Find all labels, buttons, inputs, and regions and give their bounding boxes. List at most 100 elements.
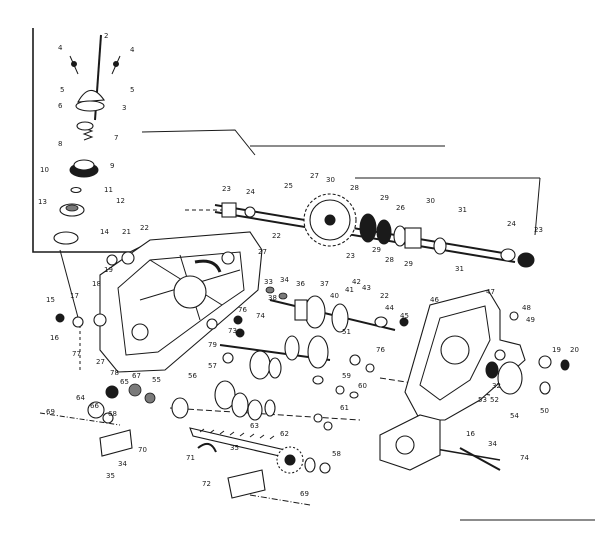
callout-54: 54	[510, 412, 519, 420]
callout-24a: 24	[246, 188, 255, 196]
inset-detail	[32, 28, 151, 253]
callout-69: 69	[46, 408, 55, 416]
callout-56: 56	[188, 372, 197, 380]
callout-66: 66	[90, 402, 99, 410]
callout-36: 36	[296, 280, 305, 288]
callout-30b: 30	[426, 197, 435, 205]
callout-17: 17	[70, 292, 79, 300]
callout-35a: 35	[106, 472, 115, 480]
callout-23c: 23	[346, 252, 355, 260]
callout-34c: 34	[488, 440, 497, 448]
callout-53: 53	[478, 396, 487, 404]
callout-77: 77	[72, 350, 81, 358]
callout-34: 34	[280, 276, 289, 284]
callout-64: 64	[76, 394, 85, 402]
callout-25: 25	[284, 182, 293, 190]
callout-35b: 35	[230, 444, 239, 452]
callout-67: 67	[132, 372, 141, 380]
callout-21a: 21	[122, 228, 131, 236]
callout-74a: 74	[256, 312, 265, 320]
callout-74b: 74	[520, 454, 529, 462]
callout-15: 15	[46, 296, 55, 304]
callout-29c: 29	[404, 260, 413, 268]
callout-27b: 27	[258, 248, 267, 256]
callout-47: 47	[486, 288, 495, 296]
callout-inset-2: 2	[104, 32, 108, 40]
callout-33: 33	[264, 278, 273, 286]
callout-61: 61	[340, 404, 349, 412]
callout-28b: 28	[385, 256, 394, 264]
callout-24b: 24	[507, 220, 516, 228]
callout-78: 78	[110, 369, 119, 377]
leader-lines	[39, 129, 595, 521]
right-housing	[379, 289, 570, 471]
callout-51: 51	[342, 328, 351, 336]
callout-inset-3: 3	[122, 104, 126, 112]
callout-inset-13: 13	[38, 198, 47, 206]
callout-30a: 30	[326, 176, 335, 184]
callout-68: 68	[108, 410, 117, 418]
callout-inset-4b: 4	[130, 46, 135, 54]
callout-23b: 23	[534, 226, 543, 234]
callout-76a: 76	[238, 306, 247, 314]
callout-42: 42	[352, 278, 361, 286]
callout-71: 71	[186, 454, 195, 462]
callout-inset-12: 12	[116, 197, 125, 205]
callout-69b: 69	[300, 490, 309, 498]
callout-60: 60	[358, 382, 367, 390]
callout-76b: 76	[376, 346, 385, 354]
callout-labels: 2 4 4 5 5 6 3 7 8 9 10 11 12 13 14 23 24…	[38, 32, 579, 498]
callout-63: 63	[250, 422, 259, 430]
callout-40: 40	[330, 292, 339, 300]
callout-72: 72	[202, 480, 211, 488]
callout-70: 70	[138, 446, 147, 454]
callout-45: 45	[400, 312, 409, 320]
top-shaft-assembly	[214, 193, 535, 268]
callout-44: 44	[385, 304, 394, 312]
callout-29b: 29	[372, 246, 381, 254]
callout-29a: 29	[380, 194, 389, 202]
callout-20: 20	[570, 346, 579, 354]
callout-inset-10: 10	[40, 166, 49, 174]
callout-inset-14: 14	[100, 228, 109, 236]
callout-59: 59	[342, 372, 351, 380]
callout-55: 55	[152, 376, 161, 384]
callout-37: 37	[320, 280, 329, 288]
callout-57: 57	[208, 362, 217, 370]
callout-16: 16	[50, 334, 59, 342]
callout-19b: 19	[552, 346, 561, 354]
callout-16b: 16	[466, 430, 475, 438]
callout-inset-6: 6	[58, 102, 63, 110]
callout-22b: 22	[272, 232, 281, 240]
callout-22c: 22	[380, 292, 389, 300]
left-housing	[99, 231, 263, 373]
callout-49: 49	[526, 316, 535, 324]
callout-27a: 27	[310, 172, 319, 180]
callout-32: 32	[492, 382, 501, 390]
callout-48: 48	[522, 304, 531, 312]
callout-62: 62	[280, 430, 289, 438]
callout-50: 50	[540, 407, 549, 415]
callout-18: 18	[92, 280, 101, 288]
callout-inset-11: 11	[104, 186, 113, 194]
callout-inset-5b: 5	[130, 86, 134, 94]
callout-28a: 28	[350, 184, 359, 192]
callout-22a: 22	[140, 224, 149, 232]
callout-19: 19	[104, 266, 113, 274]
callout-65: 65	[120, 378, 129, 386]
callout-inset-4a: 4	[58, 44, 63, 52]
callout-inset-9: 9	[110, 162, 114, 170]
callout-73: 73	[228, 327, 237, 335]
callout-79: 79	[208, 341, 217, 349]
callout-43: 43	[362, 284, 371, 292]
callout-46: 46	[430, 296, 439, 304]
left-small-parts	[55, 251, 266, 499]
middle-gears	[128, 286, 409, 474]
callout-26a: 26	[396, 204, 405, 212]
callout-inset-7: 7	[114, 134, 118, 142]
callout-31a: 31	[458, 206, 467, 214]
callout-52: 52	[490, 396, 499, 404]
callout-31b: 31	[455, 265, 464, 273]
callout-38: 38	[268, 294, 277, 302]
